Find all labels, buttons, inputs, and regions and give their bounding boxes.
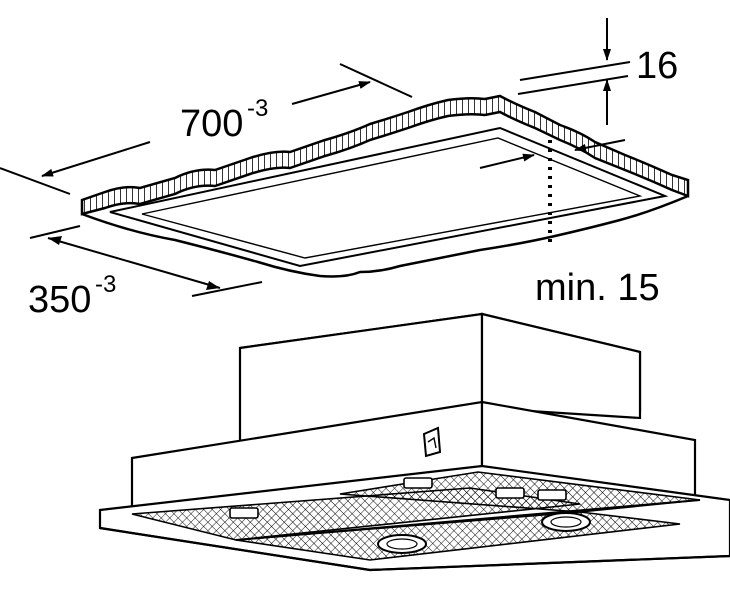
filter-handle — [495, 487, 525, 499]
cutout-lower-outline — [81, 194, 689, 278]
clearance-arrow-left — [479, 153, 535, 169]
length-arrow-left — [41, 141, 151, 177]
dimension-length: 700 -3 — [0, 63, 413, 195]
filter-handle — [537, 489, 567, 501]
ceiling-cutout — [80, 94, 690, 278]
width-arrow — [47, 237, 221, 289]
length-arrow-right — [291, 81, 371, 105]
extension-line-back — [191, 281, 263, 297]
light-lens-icon — [377, 534, 427, 554]
dimension-width: 350 -3 — [28, 225, 263, 321]
clearance-label: min. 15 — [535, 267, 660, 309]
depth-value: 16 — [636, 45, 678, 87]
extension-line-left — [0, 167, 71, 195]
extension-line-right — [339, 63, 413, 98]
cutout-edge-band — [80, 94, 690, 216]
latch-icon — [422, 426, 442, 458]
depth-ext-top — [519, 61, 631, 81]
filter-handle — [403, 477, 433, 489]
length-value: 700 — [180, 103, 243, 145]
extension-line-front — [29, 225, 81, 239]
dimension-depth: 16 — [517, 18, 678, 125]
width-value: 350 — [28, 279, 91, 321]
depth-ext-bottom — [517, 75, 629, 95]
cutout-opening-inner — [141, 137, 643, 259]
width-arrowhead-top — [48, 236, 62, 245]
hood-unit — [98, 312, 730, 572]
cutout-opening-outer — [109, 126, 669, 268]
length-tolerance: -3 — [247, 95, 268, 122]
clearance-arrow-right — [574, 139, 626, 152]
hood-top-box-side — [480, 312, 642, 420]
filter-divider — [235, 499, 701, 541]
dimension-clearance: min. 15 — [479, 139, 660, 309]
filter-handle — [229, 507, 259, 519]
width-tolerance: -3 — [95, 271, 116, 298]
light-lens-icon — [541, 512, 591, 532]
width-arrowhead-bottom — [206, 281, 220, 290]
